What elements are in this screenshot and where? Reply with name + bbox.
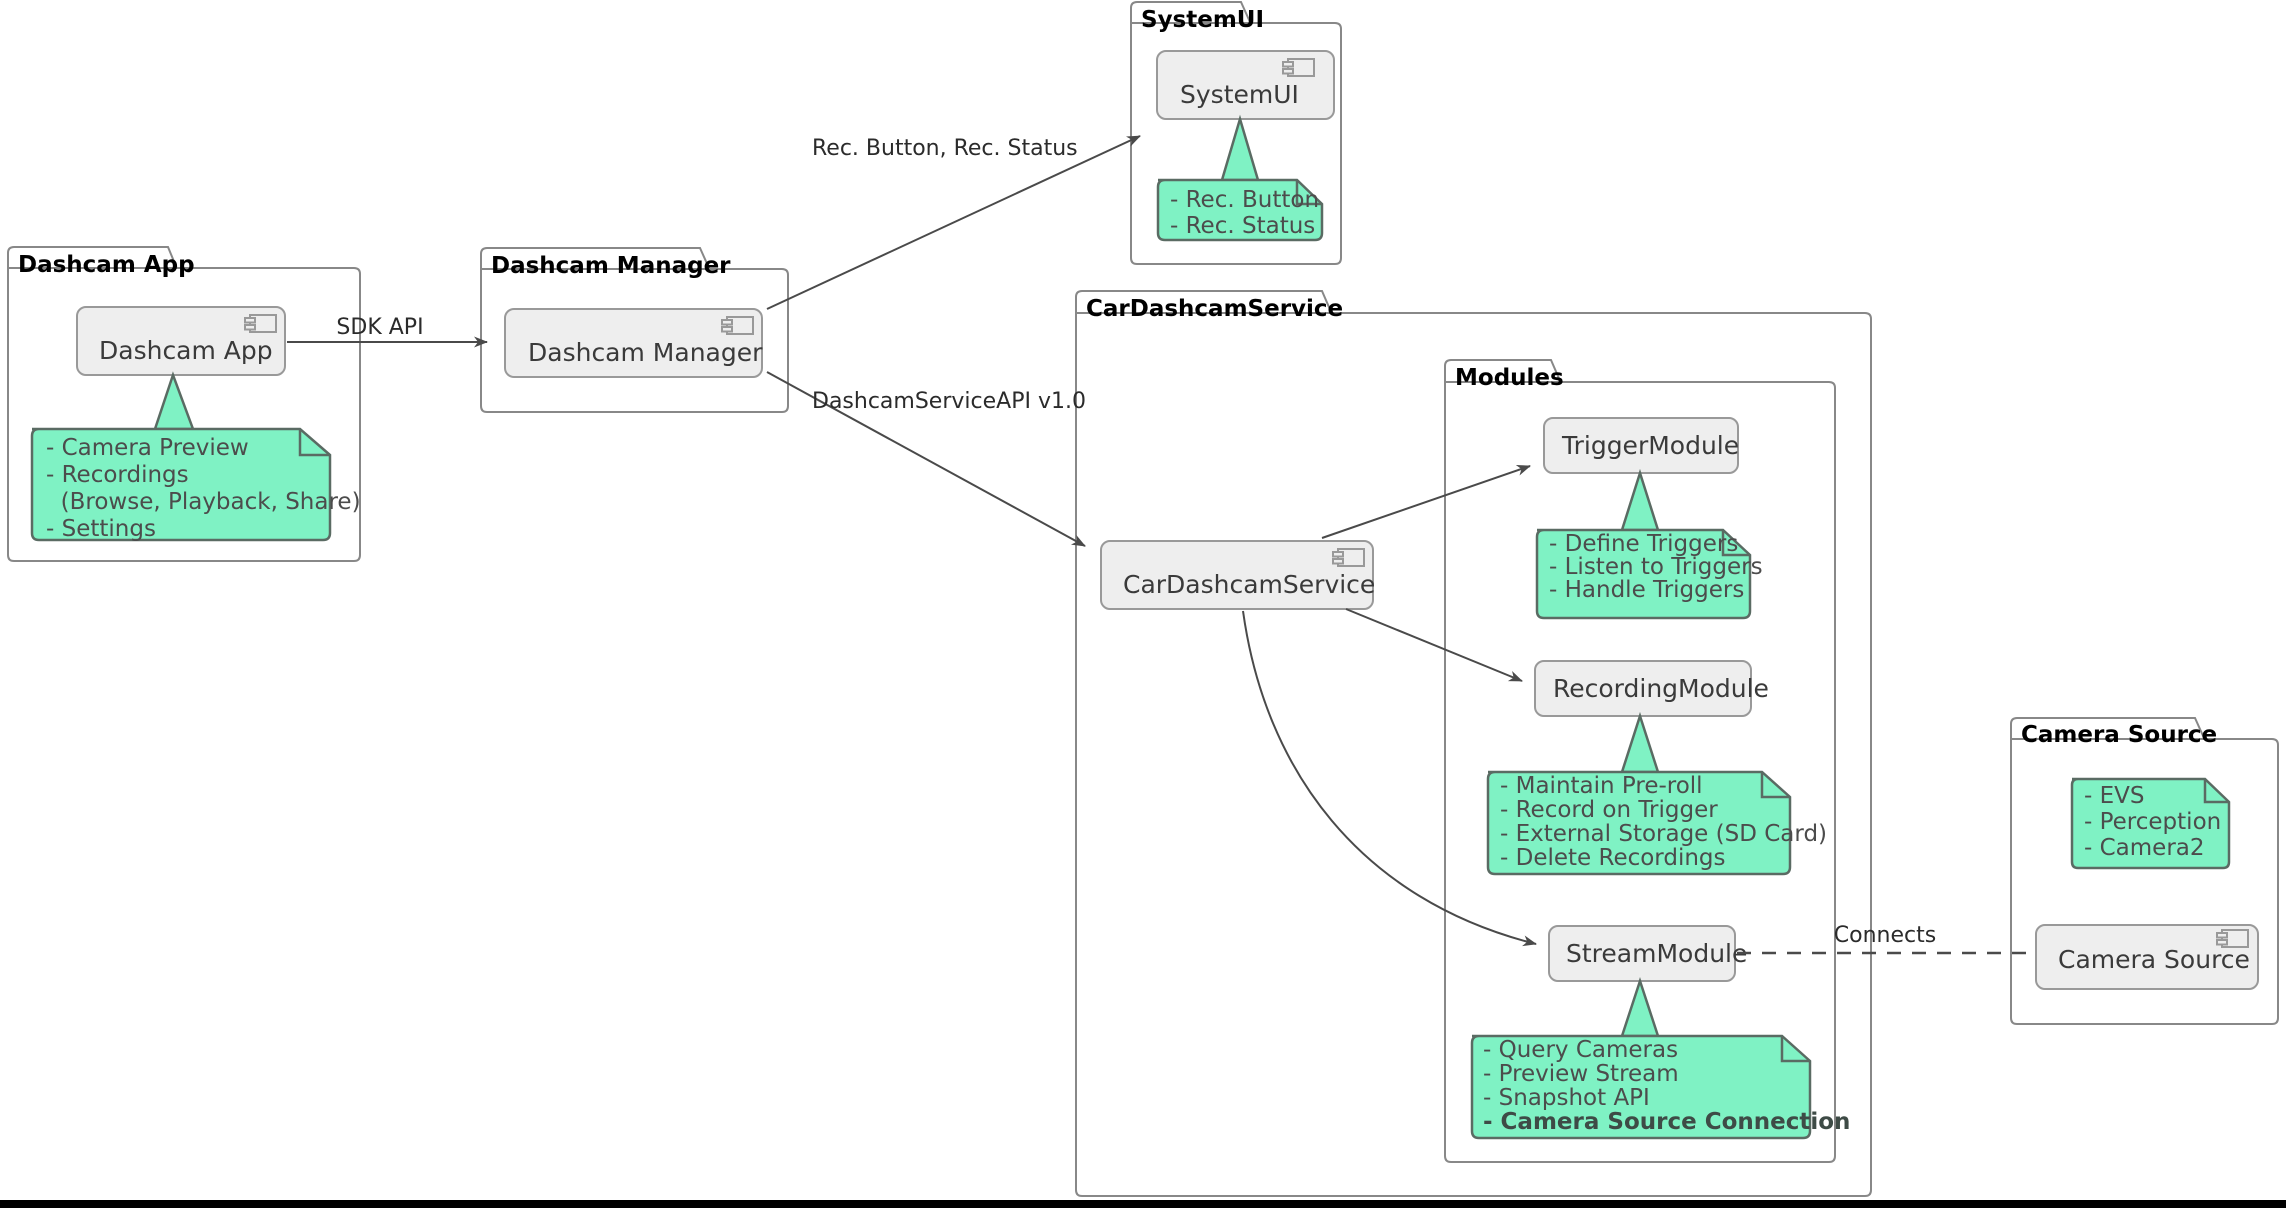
component-label-trigger-module: TriggerModule	[1561, 431, 1739, 460]
note-line: - Record on Trigger	[1500, 797, 1718, 823]
edge-label-sdk-api: SDK API	[336, 315, 423, 340]
component-icon	[721, 316, 754, 335]
component-icon	[1282, 58, 1315, 77]
note-line: - Preview Stream	[1483, 1061, 1679, 1087]
note-line: - Handle Triggers	[1549, 577, 1744, 603]
edge-connects: Connects	[1737, 923, 2034, 955]
note-line: - Camera Preview	[46, 435, 249, 461]
component-label-dashcam-manager: Dashcam Manager	[528, 338, 763, 367]
note-line: - Perception	[2084, 809, 2221, 835]
note-line: - Rec. Button	[1170, 187, 1319, 213]
edge-to-stream-module	[1242, 610, 1537, 947]
edge-to-recording-module	[1345, 608, 1523, 682]
component-label-systemui: SystemUI	[1180, 80, 1299, 109]
note-line: - Recordings	[46, 462, 189, 488]
edge-to-trigger-module	[1321, 465, 1531, 539]
note-camera-source: - EVS - Perception - Camera2	[2070, 777, 2231, 870]
package-label-dashcam-app: Dashcam App	[18, 252, 195, 278]
component-systemui[interactable]: SystemUI	[1156, 50, 1335, 120]
note-line: - Rec. Status	[1170, 213, 1315, 239]
package-label-cardashcamservice: CarDashcamService	[1086, 296, 1343, 322]
note-trigger-module: - Define Triggers - Listen to Triggers -…	[1535, 468, 1763, 620]
note-recording-module: - Maintain Pre-roll - Record on Trigger …	[1486, 711, 1827, 876]
note-line: - Define Triggers	[1549, 531, 1738, 557]
note-line-bold: - Camera Source Connection	[1483, 1109, 1850, 1135]
package-label-dashcam-manager: Dashcam Manager	[491, 253, 731, 279]
component-label-dashcam-app: Dashcam App	[99, 336, 273, 365]
note-line: - External Storage (SD Card)	[1500, 821, 1827, 847]
package-label-systemui: SystemUI	[1141, 7, 1264, 33]
package-label-modules: Modules	[1455, 365, 1564, 391]
note-line: - Delete Recordings	[1500, 845, 1726, 871]
component-dashcam-manager[interactable]: Dashcam Manager	[504, 308, 763, 378]
note-line: (Browse, Playback, Share)	[46, 489, 361, 515]
edge-rec-button-status: Rec. Button, Rec. Status	[766, 135, 1141, 310]
package-label-camera-source: Camera Source	[2021, 722, 2217, 748]
edge-label-connects: Connects	[1834, 923, 1936, 948]
component-dashcam-app[interactable]: Dashcam App	[76, 306, 286, 376]
edge-dashcam-service-api: DashcamServiceAPI v1.0	[766, 371, 1086, 547]
edge-sdk-api: SDK API	[287, 315, 488, 348]
component-recording-module[interactable]: RecordingModule	[1534, 660, 1769, 717]
note-dashcam-app: - Camera Preview - Recordings (Browse, P…	[30, 371, 361, 542]
note-systemui: - Rec. Button - Rec. Status	[1156, 114, 1324, 242]
component-stream-module[interactable]: StreamModule	[1548, 925, 1747, 982]
component-label-stream-module: StreamModule	[1566, 939, 1747, 968]
component-icon	[1332, 548, 1365, 567]
component-label-recording-module: RecordingModule	[1553, 674, 1769, 703]
note-line: - Listen to Triggers	[1549, 554, 1763, 580]
note-line: - Settings	[46, 516, 156, 542]
bottom-border-bar	[0, 1200, 2286, 1208]
note-line: - Snapshot API	[1483, 1085, 1650, 1111]
component-label-camera-source: Camera Source	[2058, 945, 2250, 974]
component-trigger-module[interactable]: TriggerModule	[1543, 417, 1739, 474]
component-icon	[244, 314, 277, 333]
edge-label-dashcam-service-api: DashcamServiceAPI v1.0	[812, 389, 1086, 414]
component-label-cardashcamservice: CarDashcamService	[1123, 570, 1375, 599]
component-icon	[2216, 929, 2249, 948]
note-stream-module: - Query Cameras - Preview Stream - Snaps…	[1470, 976, 1850, 1140]
edge-label-rec-button-status: Rec. Button, Rec. Status	[812, 136, 1078, 161]
note-line: - Camera2	[2084, 835, 2205, 861]
note-line: - EVS	[2084, 783, 2144, 809]
note-line: - Maintain Pre-roll	[1500, 773, 1703, 799]
component-camera-source[interactable]: Camera Source	[2035, 924, 2259, 990]
component-cardashcamservice[interactable]: CarDashcamService	[1100, 540, 1375, 610]
note-line: - Query Cameras	[1483, 1037, 1678, 1063]
